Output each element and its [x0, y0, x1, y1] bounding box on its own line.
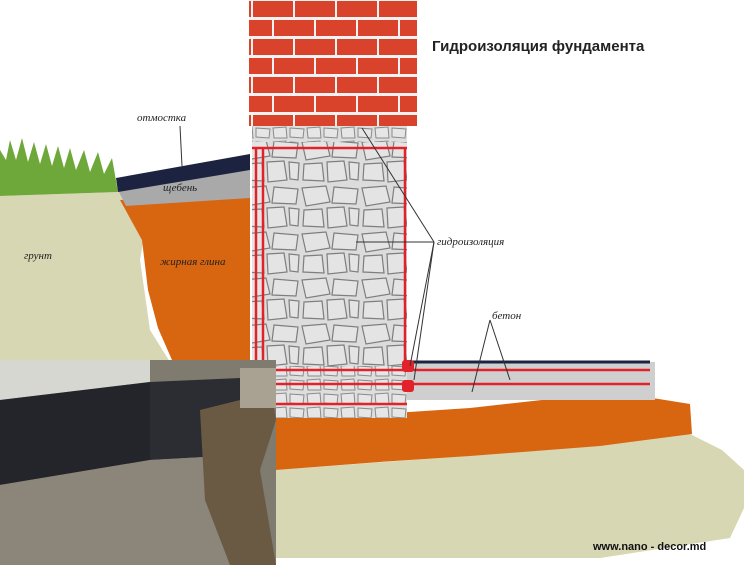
label-scheben: щебень	[163, 182, 198, 194]
website-label: www.nano - decor.md	[593, 541, 707, 553]
soil-right	[276, 434, 744, 558]
diagram-title: Гидроизоляция фундамента	[432, 38, 645, 55]
waterproofing-lines	[252, 146, 650, 406]
label-glina: жирная глина	[160, 256, 226, 268]
label-hydro: гидроизоляция	[437, 236, 505, 248]
label-beton: бетон	[492, 310, 522, 322]
photo-inset	[0, 360, 276, 565]
rubble-band	[252, 126, 407, 142]
waterproofing-joint-2	[402, 380, 414, 392]
label-grunt: грунт	[24, 250, 52, 262]
grass	[0, 138, 118, 196]
footing	[276, 366, 407, 418]
concrete-slab	[407, 362, 655, 400]
stone-foundation	[252, 142, 407, 366]
blind-area	[116, 154, 250, 192]
label-otmostka: отмостка	[137, 112, 187, 124]
gravel-layer	[118, 170, 250, 206]
soil-left	[0, 192, 170, 362]
waterproofing-joint-1	[402, 360, 414, 372]
leader-lines	[179, 125, 511, 393]
clay-left	[120, 196, 250, 360]
brick-wall	[249, 0, 417, 126]
